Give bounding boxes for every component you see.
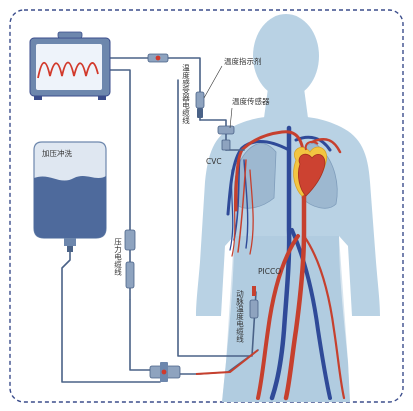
monitor-icon [29,31,111,100]
temperature-sensor-device [195,91,235,151]
cvc-label: CVC [206,157,222,166]
pressure-cable-upper [101,69,131,231]
top-connector [147,53,169,63]
stopcock-connector [149,362,181,382]
flush-line [61,249,161,383]
arterial-system [231,130,346,401]
heart-icon [293,141,328,197]
bag-fluid [34,176,106,238]
pressure-cable-lower [129,299,151,371]
neck [264,88,308,118]
iv-bag-icon [33,141,107,252]
temperature-sensor-cable-label: 温度感受器电缆线 [181,64,190,125]
temperature-sensor-label: 温度传感器 [232,96,270,106]
dashed-frame [9,9,404,403]
artery-temp-probe [249,286,259,319]
monitor-screen [36,44,102,90]
temperature-indicator-leader [203,65,223,99]
picco-label: PICCO [258,267,281,276]
head [253,14,319,98]
artery-temperature-cable-label: 动脉温度电缆线 [235,289,244,343]
pressure-flush-label: 加压冲洗 [42,148,72,158]
pressure-cable-label: 压力电缆线 [113,238,122,276]
temperature-sensor-leader [229,107,233,129]
artery-temp-cable-path [177,79,257,357]
pressure-transducer [124,229,136,300]
arterial-catheter-red [195,349,259,375]
pressure-waveform [37,61,99,79]
temperature-indicator-label: 温度指示剂 [224,56,262,66]
